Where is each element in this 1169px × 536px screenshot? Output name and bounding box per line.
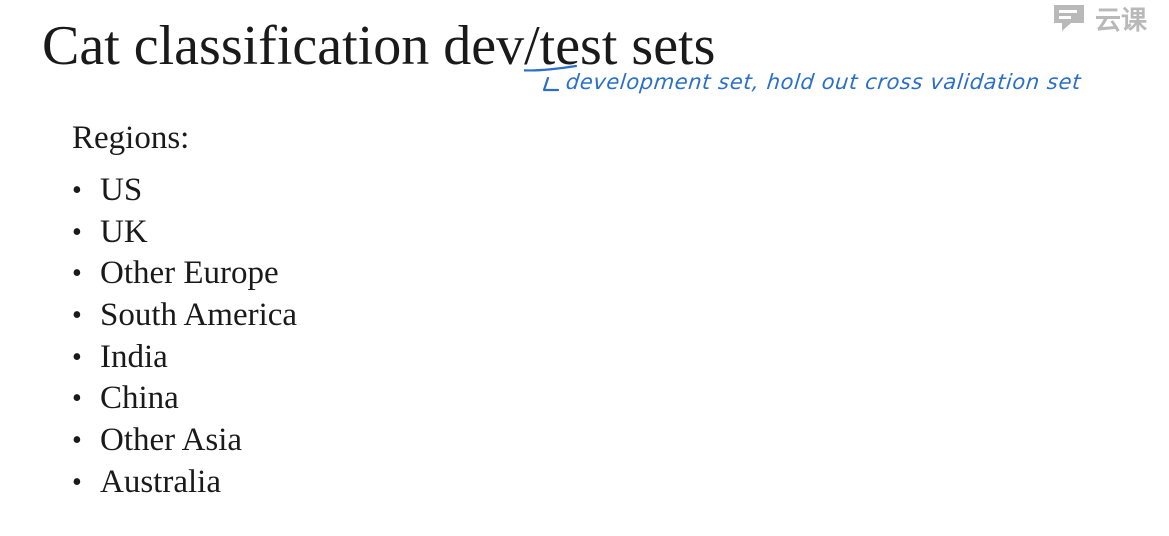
underline-stroke — [524, 64, 578, 72]
list-item: • India — [72, 337, 297, 379]
regions-list: • US • UK • Other Europe • South America • In… — [72, 170, 297, 504]
regions-label: Regions: — [72, 120, 190, 156]
annotation-text: development set, hold out cross validati… — [564, 70, 1083, 94]
watermark-logo: 云课 — [1051, 0, 1169, 36]
list-item: • Australia — [72, 462, 297, 504]
region-label: Other Europe — [100, 255, 279, 292]
bullet-icon: • — [72, 258, 82, 290]
bullet-icon: • — [72, 383, 82, 415]
bullet-icon: • — [72, 216, 82, 248]
region-label: Other Asia — [100, 422, 243, 459]
list-item: • US — [72, 170, 297, 212]
region-label: US — [100, 172, 143, 208]
list-item: • China — [72, 378, 297, 420]
bracket-stroke — [542, 76, 560, 92]
list-item: • UK — [72, 212, 297, 254]
bullet-icon: • — [72, 175, 82, 206]
handwritten-annotation: development set, hold out cross validati… — [524, 62, 1144, 122]
list-item: • Other Europe — [72, 253, 297, 295]
list-item: • South America — [72, 295, 297, 337]
list-item: • Other Asia — [72, 420, 297, 462]
region-label: UK — [100, 213, 148, 250]
bullet-icon: • — [72, 341, 82, 373]
annotation-strokes — [524, 64, 578, 92]
region-label: China — [100, 380, 179, 417]
region-label: South America — [100, 297, 298, 334]
bullet-icon: • — [72, 300, 82, 332]
region-label: Australia — [100, 463, 221, 500]
bullet-icon: • — [72, 466, 82, 498]
chat-bubble-icon — [1051, 1, 1089, 35]
slide-title: Cat classification dev/test sets — [42, 15, 716, 77]
watermark-text: 云课 — [1095, 5, 1148, 36]
bullet-icon: • — [72, 425, 82, 457]
region-label: India — [100, 338, 168, 375]
